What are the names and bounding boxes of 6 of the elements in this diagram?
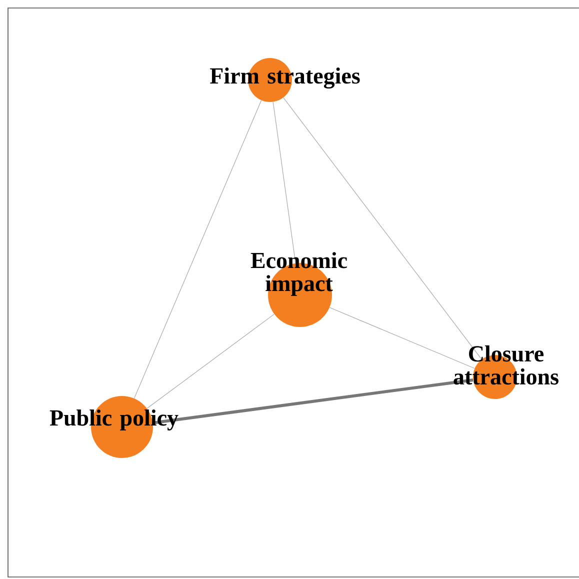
- edge-line: [329, 307, 475, 369]
- edge-line: [272, 102, 296, 264]
- edge-line: [152, 378, 474, 424]
- edge-line: [283, 97, 482, 360]
- edge-line: [134, 100, 262, 399]
- edge-line: [146, 314, 274, 409]
